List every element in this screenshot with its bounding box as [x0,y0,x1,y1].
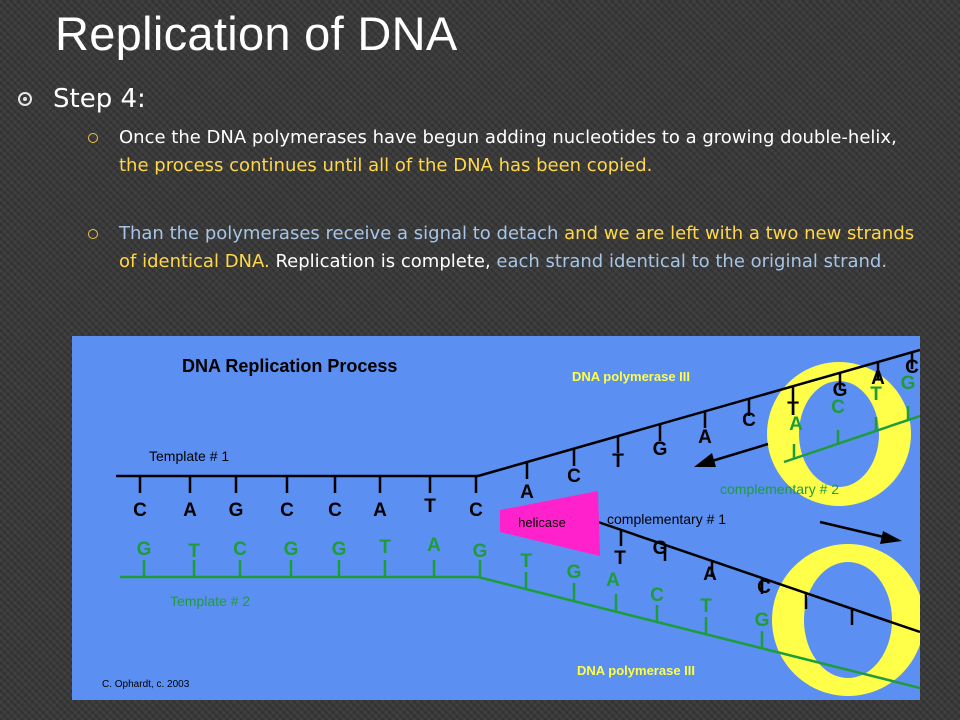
upper-fork-base: A [698,427,712,448]
bullet2-part3: Replication is complete, [269,251,497,272]
t1-base: C [328,500,342,521]
bullet-item-2: Than the polymerases receive a signal to… [88,220,919,276]
black-strands [116,348,920,634]
arrowhead-icon [880,531,902,544]
complementary2-label: complementary # 2 [720,481,839,497]
t2-base: A [427,535,441,556]
comp1-base: A [703,564,717,585]
upper-fork-base: C [742,410,756,431]
comp2-bases: A C T G [789,373,915,459]
upper-fork-base: C [567,466,581,487]
diagram-title: DNA Replication Process [182,356,397,376]
upper-fork-backbone [477,348,920,478]
comp2-base: T [870,384,882,405]
slide-title: Replication of DNA [55,7,458,60]
step-heading: Step 4: [18,82,146,116]
comp1-base: T [614,548,626,569]
comp2-base: A [789,414,803,435]
lower-fork-base: T [520,551,532,572]
t2-base: G [332,539,347,560]
t1-base: C [469,500,483,521]
t1-base: C [133,500,147,521]
direction-arrows [694,442,902,544]
t2-base: G [473,541,488,562]
comp1-backbone [597,520,920,634]
diagram-labels: DNA Replication Process Template # 1 Tem… [102,356,839,690]
polymerase-bottom-label: DNA polymerase III [577,663,695,678]
t2-base: T [188,541,200,562]
helicase-wedge-icon [500,491,600,556]
dna-replication-diagram: C A G C C A T C G T C G [72,336,920,700]
t1-base: A [373,500,387,521]
upper-fork-base: T [787,399,799,420]
target-bullet-icon [18,92,32,106]
lower-fork-base: G [755,610,770,631]
lower-fork-bases: T G A C T G [520,551,769,648]
t2-base: T [379,537,391,558]
t1-base: A [183,500,197,521]
comp2-base: C [831,397,845,418]
template1-label: Template # 1 [149,448,229,464]
ring-bullet-icon [88,133,98,143]
lower-fork-backbone [477,575,920,690]
template1-bases: C A G C C A T C [133,476,483,521]
polymerase-top-label: DNA polymerase III [572,369,690,384]
comp1-base: G [653,538,668,559]
bullet2-part4: each strand identical to the original st… [496,251,888,272]
comp1-base: C [757,577,771,598]
comp1-bases: T G A C [614,530,854,625]
bullet2-part1: Than the polymerases receive a signal to… [119,223,565,244]
upper-fork-base: C [905,357,919,378]
lower-fork-base: C [650,585,664,606]
t2-base: G [137,539,152,560]
step-label: Step 4: [53,84,146,114]
green-strands [120,414,920,690]
lower-fork-base: G [567,562,582,583]
polymerase-ring-bottom-icon [772,544,920,696]
bullet-item-1: Once the DNA polymerases have begun addi… [88,124,919,180]
bullet-text-2: Than the polymerases receive a signal to… [119,220,919,276]
dna-diagram-canvas: C A G C C A T C G T C G [72,336,920,700]
helicase-label: helicase [518,515,566,530]
bullet1-part1: Once the DNA polymerases have begun addi… [119,127,897,148]
t1-base: C [280,500,294,521]
t2-base: G [284,539,299,560]
ring-bullet-icon [88,229,98,239]
comp1-direction-arrow-icon [819,520,889,540]
t2-base: C [233,539,247,560]
comp2-base: G [901,373,916,394]
t1-base: T [424,496,436,517]
t1-base: G [229,500,244,521]
upper-fork-base: G [833,380,848,401]
upper-fork-base: A [871,368,885,389]
lower-fork-base: A [606,570,620,591]
complementary1-label: complementary # 1 [607,511,726,527]
arrowhead-icon [694,453,716,467]
upper-fork-bases: A C T G A C T G A C [520,352,919,503]
template2-label: Template # 2 [170,593,250,609]
comp2-backbone [783,414,920,464]
lower-fork-base: T [700,596,712,617]
polymerase-ring-top-icon [767,362,912,506]
template2-bases: G T C G G T A G [137,535,488,577]
upper-fork-base: G [653,439,668,460]
bullet-text-1: Once the DNA polymerases have begun addi… [119,124,919,180]
bullet2-part2: and we are left with a two new strands o… [119,223,915,272]
diagram-credit: C. Ophardt, c. 2003 [102,679,190,690]
bullet1-part2: the process continues until all of the D… [119,155,653,176]
upper-fork-base: A [520,482,534,503]
upper-fork-base: T [612,451,624,472]
